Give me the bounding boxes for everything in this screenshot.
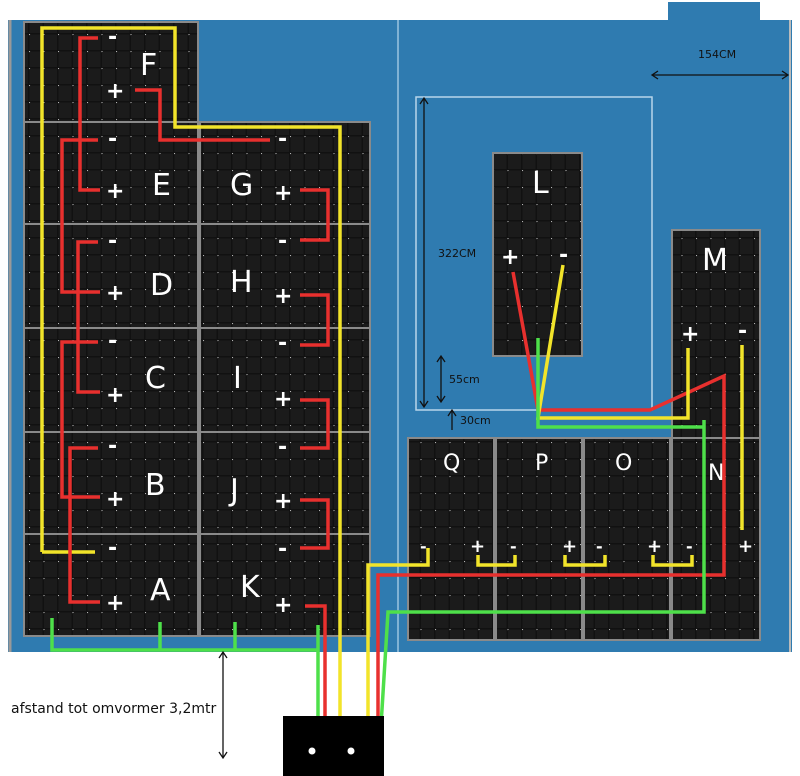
arrow-55cm [436,354,446,404]
negative-wire [535,264,690,420]
positive-wire [300,498,330,550]
minus-sign: - [420,537,427,556]
plus-sign: + [106,487,124,512]
panel-label-l: L [532,166,549,201]
arrow-distance [218,650,228,760]
plus-sign: + [106,281,124,306]
ground-wire [378,338,706,743]
ground-wire [50,618,318,652]
minus-sign: - [108,229,117,254]
dimension-30cm: 30cm [460,414,491,427]
dimension-arrows [218,70,790,760]
solar-panel-l [492,152,583,357]
positive-wire [60,138,100,294]
plus-sign: + [274,181,292,206]
plus-sign: + [274,284,292,309]
minus-sign: - [596,537,603,556]
inverter-connector [347,747,355,755]
dimension-322cm: 322CM [438,247,476,260]
panel-label-o: O [615,451,632,476]
minus-sign: - [278,435,287,460]
roof-bump [668,2,760,22]
minus-sign: - [108,25,117,50]
minus-sign: - [278,229,287,254]
minus-sign: - [108,127,117,152]
positive-wire [60,340,100,499]
minus-sign: - [108,434,117,459]
plus-sign: + [106,179,124,204]
minus-sign: - [510,537,517,556]
panel-label-a: A [150,573,171,608]
plus-sign: + [274,387,292,412]
panel-label-e: E [152,168,171,203]
plus-sign: + [274,593,292,618]
dimension-154cm: 154CM [698,48,736,61]
negative-wire [476,555,694,567]
inverter-distance-note: afstand tot omvormer 3,2mtr [11,701,216,717]
panel-label-p: P [535,451,548,476]
minus-sign: - [738,319,747,344]
panel-labels: F E D C B A G H I J K L M N O P Q [140,48,728,608]
negative-wire [366,548,430,760]
arrow-30cm [447,408,457,430]
minus-sign: - [278,127,287,152]
panel-label-j: J [228,473,239,508]
positive-wire [300,293,330,347]
minus-sign: - [559,243,568,268]
panel-label-d: D [150,268,173,303]
minus-sign: - [108,329,117,354]
positive-wire [135,88,270,142]
solar-panel-f [23,21,199,123]
minus-sign: - [686,537,693,556]
terminal-signs: - + - + - + - + - + - + - + - + - + - + … [106,25,753,618]
positive-wire [78,36,100,192]
arrow-154cm [650,70,790,80]
solar-panel-p [495,437,583,641]
plus-sign: + [106,79,124,104]
panel-label-g: G [230,168,253,203]
placement-frame [415,96,653,411]
plus-sign: + [501,245,519,270]
minus-sign: - [108,536,117,561]
arrow-322cm [419,96,429,409]
inverter-connector [308,747,316,755]
panel-label-f: F [140,48,157,83]
wiring [40,26,744,776]
panel-label-n: N [708,461,724,486]
plus-sign: + [470,536,485,557]
panel-label-c: C [145,361,166,396]
inverter-box [283,716,384,776]
minus-sign: - [278,537,287,562]
plus-sign: + [562,536,577,557]
panel-label-m: M [702,243,728,278]
plus-sign: + [738,536,753,557]
panel-label-h: H [230,265,253,300]
dimension-55cm: 55cm [449,373,480,386]
solar-panel-q [407,437,495,641]
minus-sign: - [278,331,287,356]
plus-sign: + [274,489,292,514]
positive-wire [300,398,330,450]
panel-label-k: K [240,570,261,605]
plus-sign: + [681,322,699,347]
positive-wire [68,446,100,604]
panel-label-q: Q [443,451,460,476]
plus-sign: + [106,591,124,616]
panel-label-i: I [233,361,242,396]
plus-sign: + [647,536,662,557]
panel-label-b: B [145,468,166,503]
solar-panel-o [583,437,671,641]
positive-wire [76,240,100,394]
solar-panel-n [671,437,761,641]
plus-sign: + [106,383,124,408]
positive-wire [300,188,330,242]
